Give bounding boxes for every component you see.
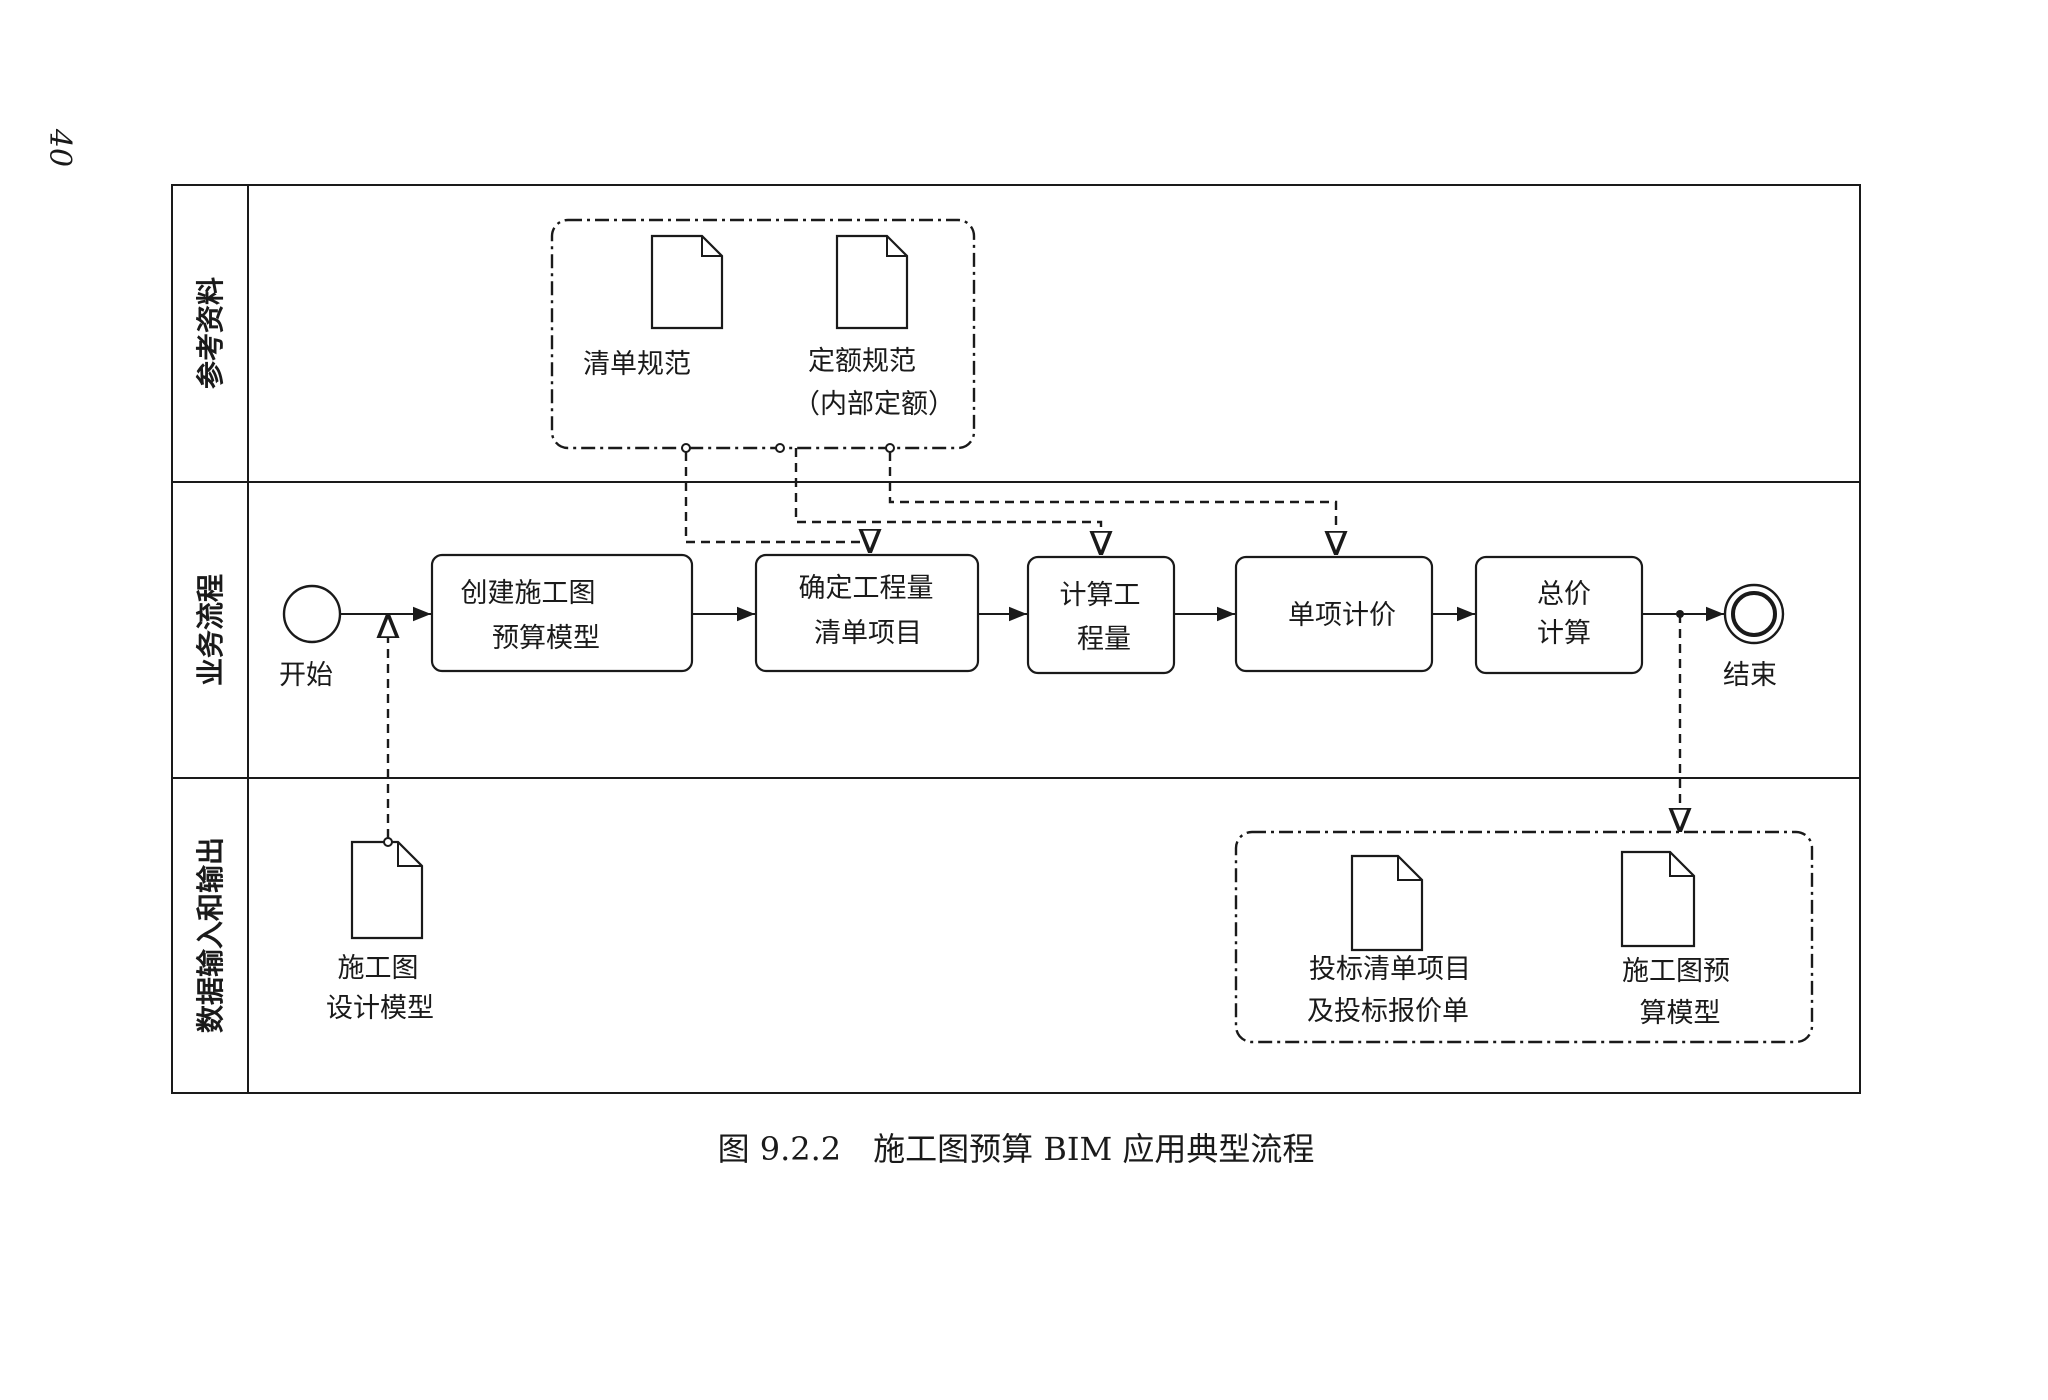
budget-model-document-icon xyxy=(1620,850,1696,948)
quota-spec-label-line1: 定额规范 xyxy=(808,346,916,377)
task-confirm-items-line1: 确定工程量 xyxy=(799,573,934,604)
output-docs-group xyxy=(1234,830,1814,1044)
quota-spec-label-line2: （内部定额） xyxy=(793,389,955,420)
end-event xyxy=(1723,583,1785,645)
figure-caption: 图 9.2.2 施工图预算 BIM 应用典型流程 xyxy=(718,1130,1315,1168)
task-create-model-line2: 预算模型 xyxy=(492,623,600,654)
task-total-pricing-line1: 总价 xyxy=(1537,579,1591,610)
bid-list-document-icon xyxy=(1350,854,1424,952)
design-model-label-line1: 施工图 xyxy=(338,953,419,984)
swimlane-frame xyxy=(171,184,1861,1094)
lane-title-reference: 参考资料 xyxy=(194,277,227,389)
quota-spec-document-icon xyxy=(835,234,909,330)
bill-spec-document-icon xyxy=(650,234,724,330)
reference-docs-group xyxy=(550,218,976,450)
design-model-document-icon xyxy=(350,840,424,940)
reference-associations xyxy=(681,443,1336,555)
task-calc-quantity-line2: 程量 xyxy=(1077,624,1131,655)
task-confirm-items-line2: 清单项目 xyxy=(814,618,922,649)
task-total-pricing xyxy=(1474,555,1644,675)
page-number: 40 xyxy=(42,128,77,167)
task-unit-pricing-label: 单项计价 xyxy=(1288,600,1396,631)
bid-list-label-line2: 及投标报价单 xyxy=(1307,996,1469,1027)
start-event-label: 开始 xyxy=(279,660,333,691)
lane-title-business: 业务流程 xyxy=(194,574,227,686)
task-total-pricing-line2: 计算 xyxy=(1537,618,1591,649)
task-calc-quantity xyxy=(1026,555,1176,675)
task-create-model-line1: 创建施工图 xyxy=(461,578,596,609)
budget-model-label-line2: 算模型 xyxy=(1640,998,1721,1029)
design-model-label-line2: 设计模型 xyxy=(326,993,434,1024)
bid-list-label-line1: 投标清单项目 xyxy=(1309,954,1471,985)
output-association xyxy=(1676,610,1684,832)
bill-spec-label: 清单规范 xyxy=(583,349,691,380)
start-event xyxy=(282,584,342,644)
lane-title-data-io: 数据输入和输出 xyxy=(194,837,227,1033)
budget-model-label-line1: 施工图预 xyxy=(1622,956,1730,987)
task-calc-quantity-line1: 计算工 xyxy=(1060,580,1141,611)
end-event-label: 结束 xyxy=(1723,660,1777,691)
input-association xyxy=(384,614,392,847)
